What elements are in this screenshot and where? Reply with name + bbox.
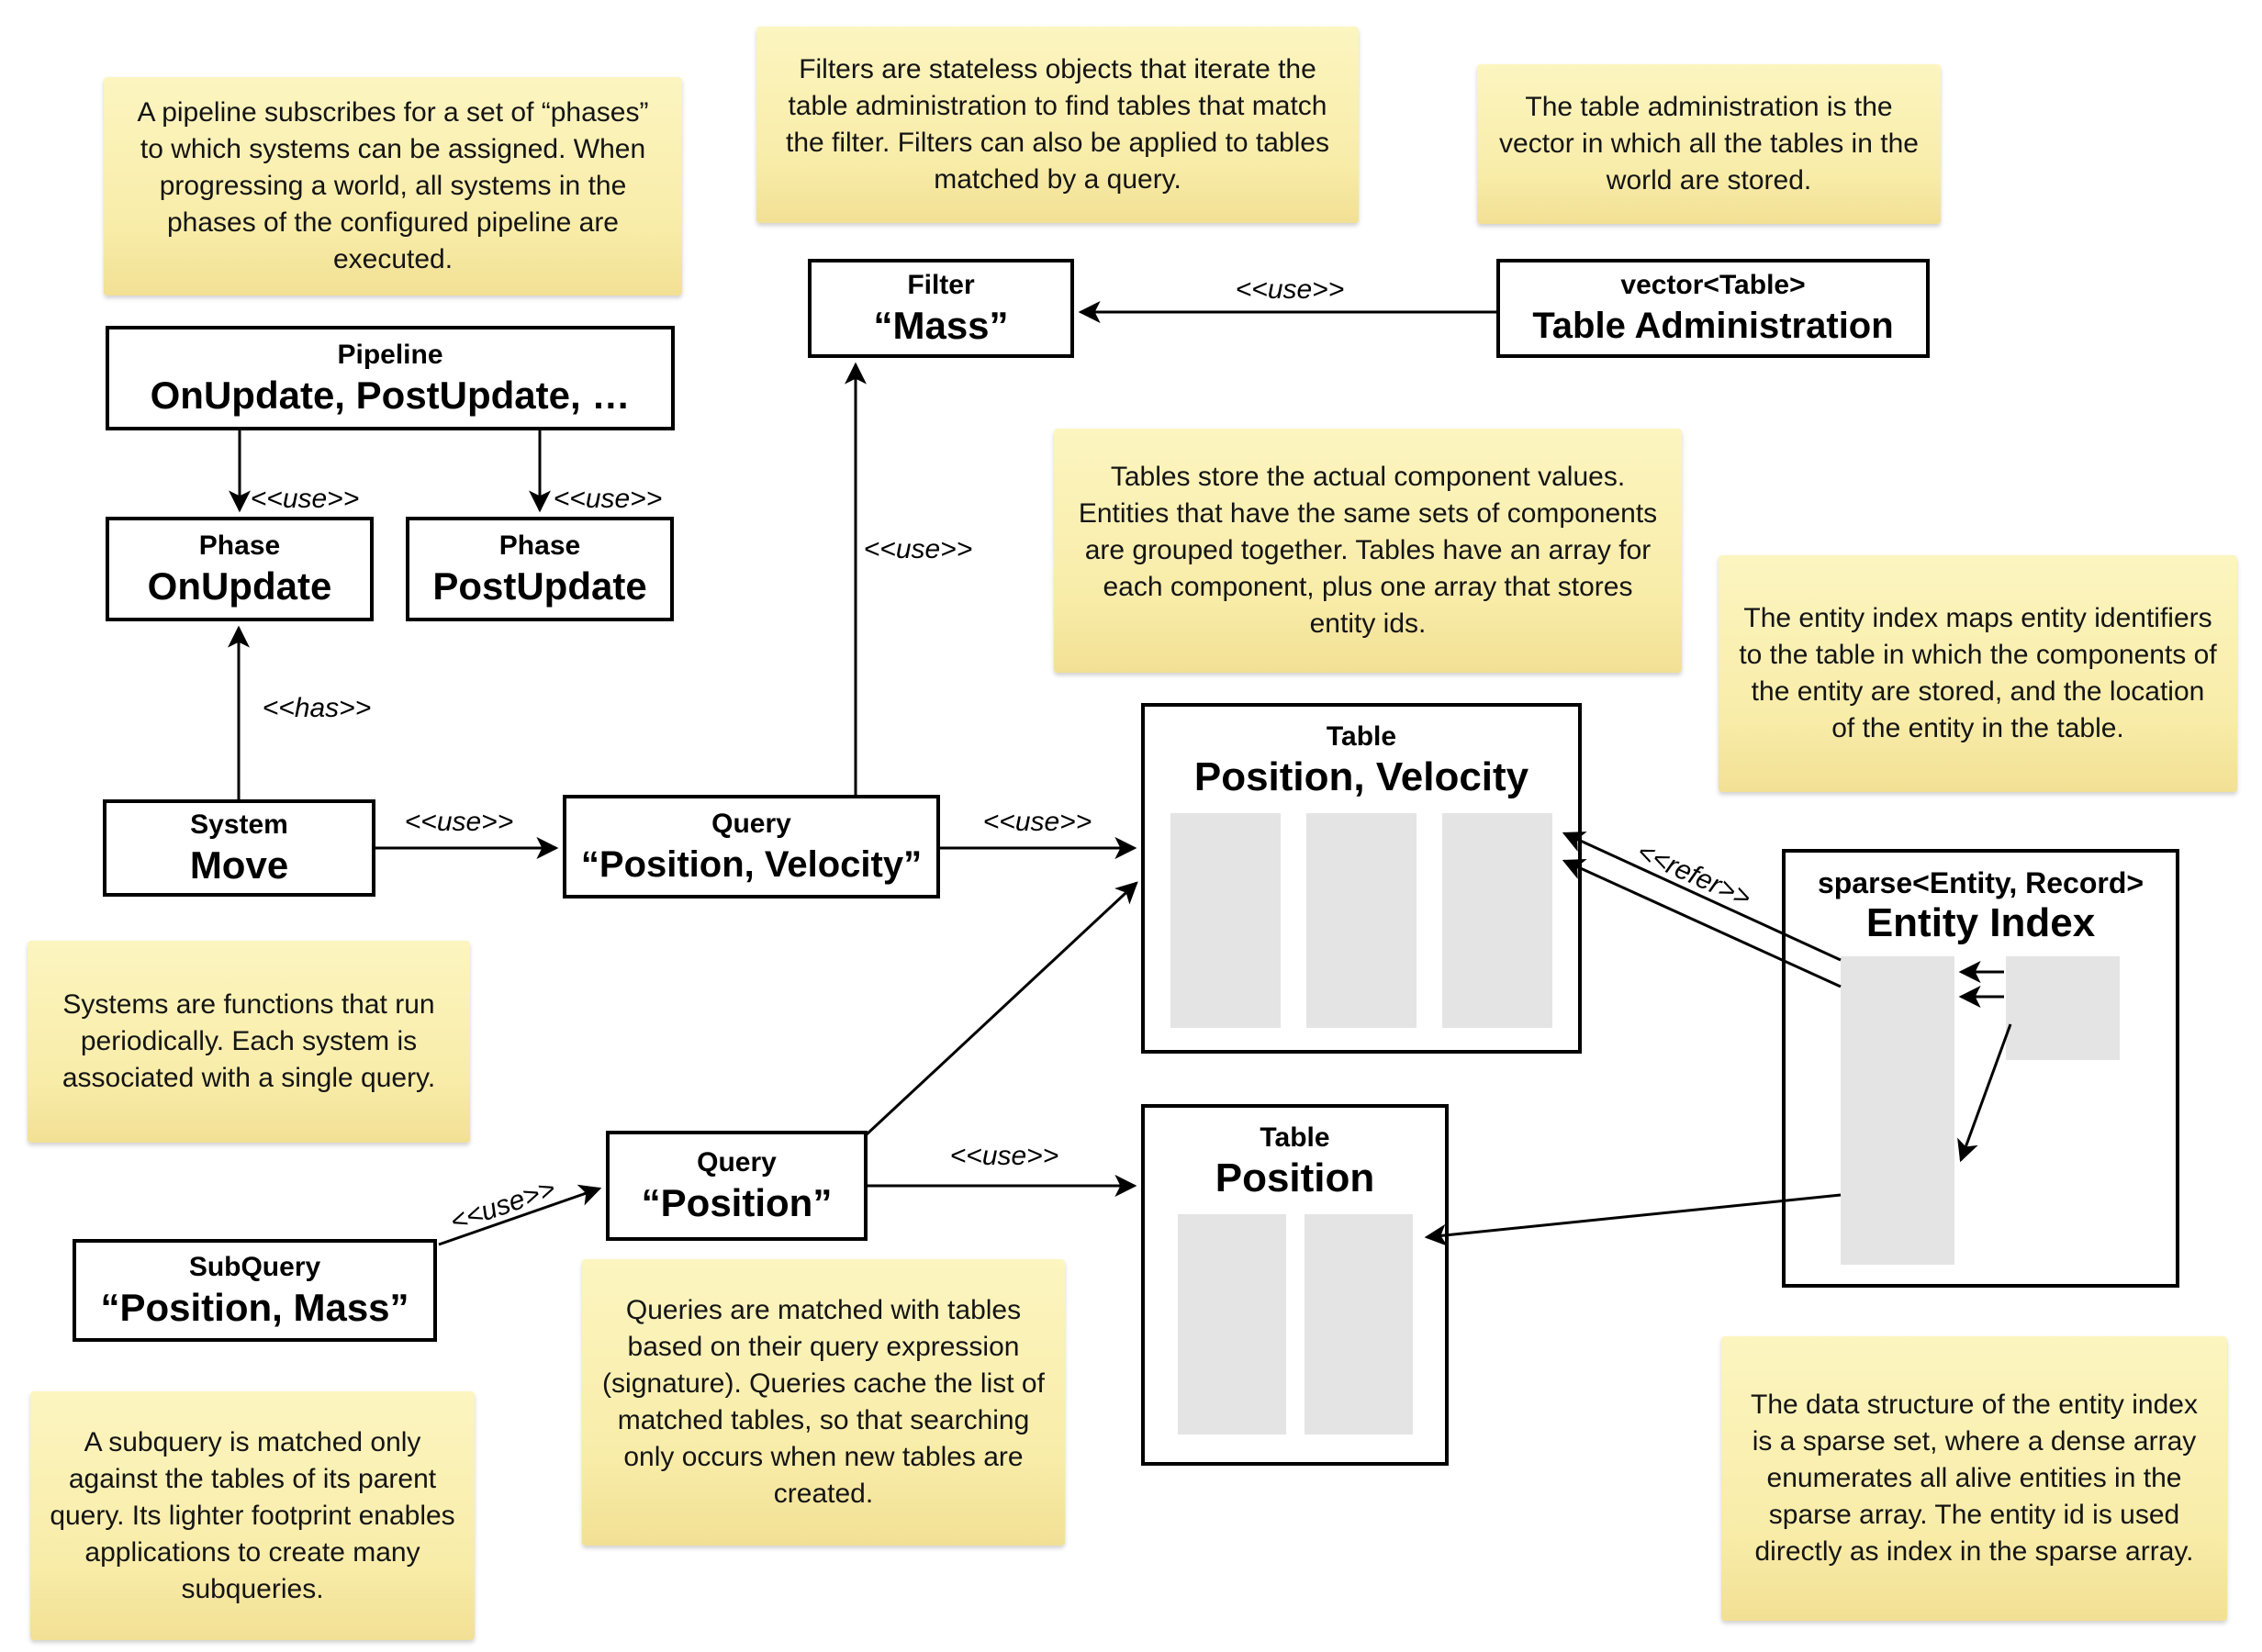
note-table-administration: The table administration is the vector i… xyxy=(1477,64,1941,224)
edge-label-use: <<use>> xyxy=(863,534,973,564)
box-phase-postupdate-stereotype: Phase xyxy=(498,530,581,561)
box-table-position-name: Position xyxy=(1215,1155,1375,1200)
box-filter-mass-name: “Mass” xyxy=(873,304,1009,347)
box-query-position: Query “Position” xyxy=(606,1131,868,1241)
component-arrays xyxy=(1177,1214,1413,1434)
component-array xyxy=(1306,813,1417,1028)
box-entity-index-name: Entity Index xyxy=(1865,900,2096,945)
edge-label-use: <<use>> xyxy=(404,807,514,837)
box-query-position-velocity-stereotype: Query xyxy=(711,808,791,839)
box-entity-index: sparse<Entity, Record> Entity Index xyxy=(1782,849,2179,1288)
edge-label-refer: <<refer>> xyxy=(1632,836,1756,914)
note-queries: Queries are matched with tables based on… xyxy=(582,1259,1065,1546)
note-subquery: A subquery is matched only against the t… xyxy=(30,1391,475,1640)
box-phase-onupdate-stereotype: Phase xyxy=(198,530,281,561)
box-query-position-stereotype: Query xyxy=(697,1147,777,1178)
edge-label-use: <<use>> xyxy=(250,484,360,514)
edge-label-use: <<use>> xyxy=(1235,274,1345,305)
box-filter-mass: Filter “Mass” xyxy=(808,259,1074,358)
box-table-administration-name: Table Administration xyxy=(1532,306,1894,346)
note-filters: Filters are stateless objects that itera… xyxy=(756,27,1359,223)
box-pipeline-name: OnUpdate, PostUpdate, … xyxy=(150,374,631,417)
box-query-position-name: “Position” xyxy=(641,1181,833,1224)
component-array xyxy=(1304,1214,1413,1434)
box-table-position: Table Position xyxy=(1141,1104,1449,1466)
note-pipeline: A pipeline subscribes for a set of “phas… xyxy=(104,77,682,296)
sparse-array xyxy=(1841,956,1954,1265)
edge-label-use: <<use>> xyxy=(982,807,1092,837)
dense-array xyxy=(2006,956,2120,1060)
edge-label-has: <<has>> xyxy=(262,693,372,723)
box-query-position-velocity: Query “Position, Velocity” xyxy=(563,795,940,899)
component-array xyxy=(1442,813,1552,1028)
note-systems: Systems are functions that run periodica… xyxy=(28,941,470,1143)
edge-label-use: <<use>> xyxy=(949,1141,1059,1171)
box-system-move: System Move xyxy=(103,799,375,897)
box-table-position-stereotype: Table xyxy=(1260,1122,1330,1153)
note-sparse-set: The data structure of the entity index i… xyxy=(1721,1336,2227,1621)
edge-label-use: <<use>> xyxy=(553,484,663,514)
note-tables: Tables store the actual component values… xyxy=(1054,429,1682,673)
box-phase-postupdate-name: PostUpdate xyxy=(432,564,647,608)
box-table-position-velocity-name: Position, Velocity xyxy=(1193,754,1529,799)
component-array xyxy=(1170,813,1281,1028)
note-entity-index: The entity index maps entity identifiers… xyxy=(1719,555,2237,792)
box-pipeline: Pipeline OnUpdate, PostUpdate, … xyxy=(106,326,675,430)
box-phase-onupdate: Phase OnUpdate xyxy=(106,517,374,621)
edge-label-use: <<use>> xyxy=(446,1173,560,1238)
box-subquery-stereotype: SubQuery xyxy=(188,1252,321,1282)
component-arrays xyxy=(1170,813,1552,1028)
box-subquery-name: “Position, Mass” xyxy=(100,1286,409,1329)
box-phase-onupdate-name: OnUpdate xyxy=(147,564,332,608)
box-table-administration-stereotype: vector<Table> xyxy=(1620,270,1806,300)
box-phase-postupdate: Phase PostUpdate xyxy=(406,517,674,621)
box-table-position-velocity: Table Position, Velocity xyxy=(1141,703,1582,1054)
box-system-move-stereotype: System xyxy=(190,809,288,840)
box-system-move-name: Move xyxy=(189,843,289,887)
box-table-administration: vector<Table> Table Administration xyxy=(1496,259,1930,358)
box-subquery: SubQuery “Position, Mass” xyxy=(73,1239,437,1342)
box-filter-mass-stereotype: Filter xyxy=(907,270,975,300)
box-entity-index-stereotype: sparse<Entity, Record> xyxy=(1817,866,2144,899)
box-pipeline-stereotype: Pipeline xyxy=(337,340,443,370)
arrow-entityindex-to-tablepos xyxy=(1424,1193,1842,1246)
box-query-position-velocity-name: “Position, Velocity” xyxy=(580,843,923,885)
component-array xyxy=(1177,1214,1286,1434)
arrow-querypos-to-tablepv xyxy=(865,881,1138,1136)
box-table-position-velocity-stereotype: Table xyxy=(1326,721,1397,752)
